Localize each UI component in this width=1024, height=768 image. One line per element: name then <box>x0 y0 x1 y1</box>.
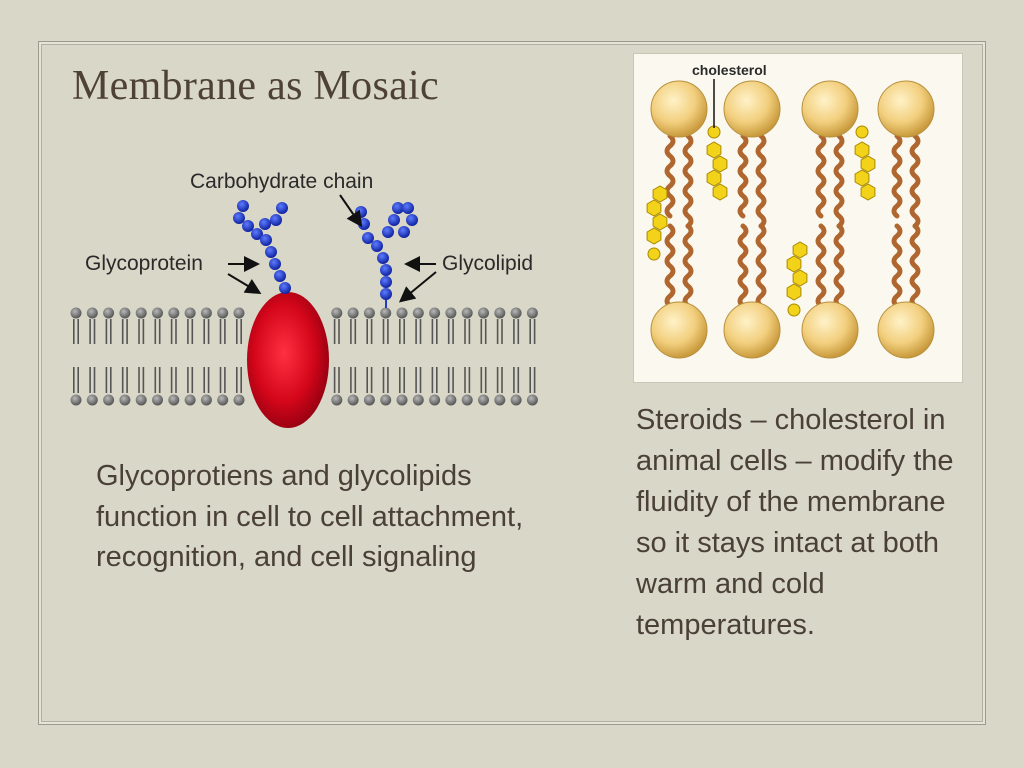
phospholipid <box>363 307 375 406</box>
sugar-unit <box>380 288 392 300</box>
phospholipid <box>331 307 343 406</box>
sugar-unit <box>233 212 245 224</box>
phospholipid <box>478 307 489 406</box>
sugar-unit <box>265 246 277 258</box>
phospholipid <box>217 307 229 406</box>
phospholipid-bottom <box>650 223 708 359</box>
arrow-glycoprotein-body <box>227 273 262 295</box>
sugar-unit <box>371 240 383 252</box>
membrane-glycoprotein-diagram: Carbohydrate chain Glycoprotein Glycolip… <box>68 160 548 430</box>
sugar-unit <box>260 234 272 246</box>
slide-frame <box>38 41 986 725</box>
phospholipid <box>184 307 196 406</box>
cholesterol-molecule <box>706 125 728 201</box>
membrane-svg: Carbohydrate chain Glycoprotein Glycolip… <box>70 170 538 428</box>
arrow-glycolipid-lipid <box>398 271 437 303</box>
phospholipid-top <box>801 80 859 229</box>
cholesterol-molecule <box>786 241 808 317</box>
sugar-unit <box>259 218 271 230</box>
glycoprotein-description: Glycoprotiens and glycolipids function i… <box>96 460 524 573</box>
sugar-unit <box>382 226 394 238</box>
sugar-unit <box>380 264 392 276</box>
sugar-unit <box>398 226 410 238</box>
sugar-unit <box>380 276 392 288</box>
phospholipid <box>168 307 180 406</box>
sugar-unit <box>392 202 404 214</box>
cholesterol-label: cholesterol <box>692 62 767 78</box>
lipid-bilayer <box>70 307 538 406</box>
phospholipid-top <box>723 80 781 229</box>
phospholipid-top <box>877 80 935 229</box>
phospholipid <box>135 307 147 406</box>
sugar-unit <box>242 220 254 232</box>
glycoprotein-label: Glycoprotein <box>85 252 203 275</box>
phospholipid <box>494 307 506 406</box>
phospholipid-bottom <box>877 223 935 359</box>
glycolipid-label: Glycolipid <box>442 252 533 275</box>
phospholipid <box>233 307 245 406</box>
phospholipid <box>200 307 212 406</box>
sugar-unit <box>402 202 414 214</box>
phospholipid <box>380 307 392 406</box>
phospholipid <box>86 307 98 406</box>
sugar-unit <box>406 214 418 226</box>
sugar-unit <box>274 270 286 282</box>
phospholipid <box>119 307 131 406</box>
phospholipid <box>152 307 163 406</box>
sugar-unit <box>237 200 249 212</box>
phospholipid <box>70 307 82 406</box>
slide-title: Membrane as Mosaic <box>72 63 439 109</box>
steroid-description: Steroids – cholesterol in animal cells –… <box>636 404 954 641</box>
phospholipid <box>429 307 441 406</box>
phospholipid <box>412 307 424 406</box>
sugar-unit <box>269 258 281 270</box>
phospholipid <box>526 307 538 406</box>
cholesterol-molecule <box>854 125 876 201</box>
sugar-unit <box>362 232 374 244</box>
phospholipid-bottom <box>801 223 859 359</box>
phospholipid <box>347 307 359 406</box>
cholesterol-bilayer <box>646 80 935 359</box>
cholesterol-bilayer-diagram: cholesterol <box>634 54 962 382</box>
sugar-unit <box>355 206 367 218</box>
phospholipid <box>396 307 408 406</box>
glycoprotein-shape <box>247 292 329 428</box>
sugar-unit <box>276 202 288 214</box>
carbohydrate-chains <box>233 200 418 308</box>
phospholipid-top <box>650 80 708 229</box>
sugar-unit <box>270 214 282 226</box>
phospholipid <box>445 307 457 406</box>
phospholipid <box>461 307 473 406</box>
phospholipid-bottom <box>723 223 781 359</box>
sugar-unit <box>279 282 291 294</box>
arrow-to-glycolipid-chain <box>339 194 363 228</box>
sugar-unit <box>377 252 389 264</box>
cholesterol-svg: cholesterol <box>634 54 962 382</box>
cholesterol-molecule <box>646 185 668 261</box>
sugar-unit <box>388 214 400 226</box>
phospholipid <box>510 307 522 406</box>
carbohydrate-chain-label: Carbohydrate chain <box>190 170 373 193</box>
sugar-unit <box>251 228 263 240</box>
phospholipid <box>103 307 115 406</box>
